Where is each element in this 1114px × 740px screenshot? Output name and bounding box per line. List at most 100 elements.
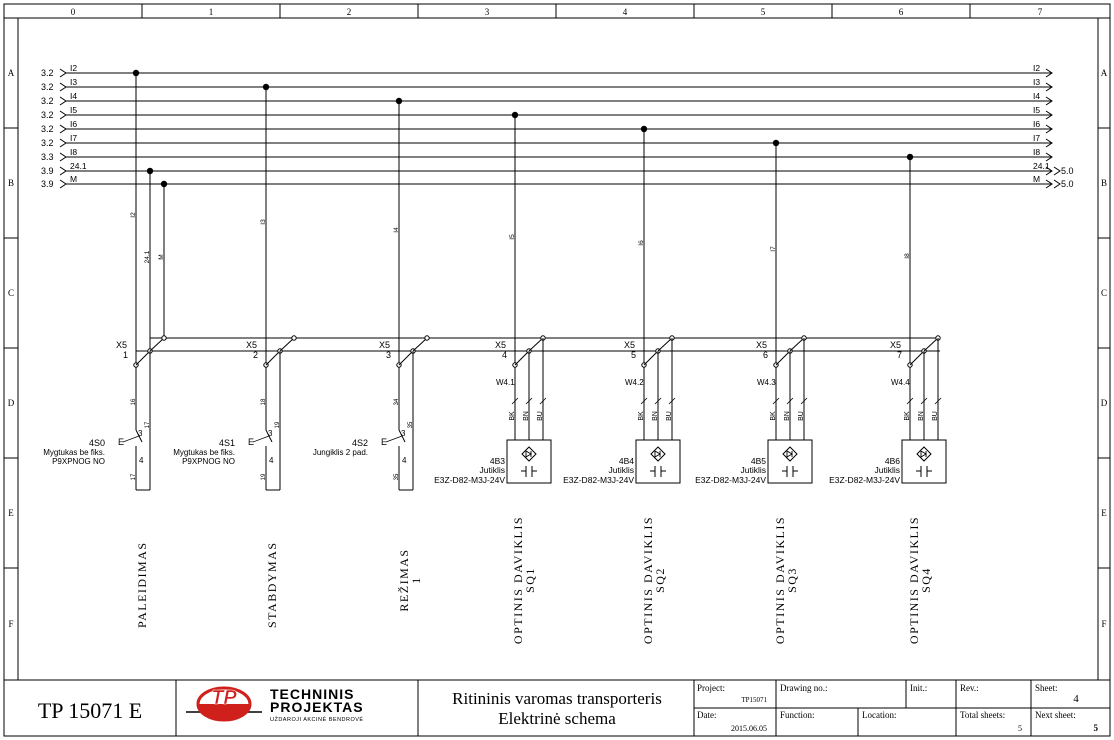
sensor-type: Jutiklis [740,465,766,475]
bus-ref: 3.2 [41,138,54,148]
cable-tick [920,397,928,405]
inner-border [17,17,1099,681]
cable-tick [668,397,676,405]
date-value: 2015.06.05 [731,724,767,733]
function-title: OPTINIS DAVIKLIS [907,516,921,644]
terminal-circle [424,335,430,341]
function-subtitle: SQ2 [653,567,667,593]
company-name-line2: PROJEKTAS [270,699,364,715]
sheet-label: Sheet: [1035,683,1058,693]
bridge-link [398,350,414,366]
function-title: PALEIDIMAS [135,541,149,628]
function-label: Function: [780,710,815,720]
next-sheet-label: Next sheet: [1035,710,1076,720]
terminal-x5-2: X52 [246,335,297,368]
core-color: BU [537,411,544,421]
column-number: 0 [71,7,76,17]
sensor-model: E3Z-D82-M3J-24V [695,475,766,485]
contact-pin: 3 [138,429,143,438]
sensor-diode-icon [654,450,661,458]
wire-label: I6 [638,240,645,246]
bus-ref: 3.9 [41,179,54,189]
device-description: Jungiklis 2 pad. [313,448,368,457]
terminal-strip-name: X5 [116,340,127,350]
core-color: BU [932,411,939,421]
contact-pin: 3 [401,429,406,438]
project-value: TP15071 [741,696,767,704]
bus-ref: 3.2 [41,82,54,92]
drawing-title-1: Ritininis varomas transporteris [452,689,662,708]
row-letter: E [8,508,14,518]
terminal-x5-5: X55 [624,335,675,368]
total-sheets-value: 5 [1018,724,1022,733]
cable-tag: W4.3 [757,378,776,387]
function-subtitle: SQ1 [523,567,537,593]
bus-name-right: I6 [1033,119,1040,129]
drawing-title-2: Elektrinė schema [498,709,616,728]
wire-label: M [158,254,165,259]
cable-tag: W4.4 [891,378,910,387]
device-description: Mygtukas be fiks. [173,448,235,457]
wire-label: I2 [130,212,137,218]
bus-arrow-out [1045,68,1053,78]
function-subtitle: SQ3 [785,567,799,593]
row-letter: C [1101,288,1107,298]
bus-arrow-in [59,166,67,176]
device-tag: 4S1 [219,438,235,448]
terminal-strip-name: X5 [890,340,901,350]
wire-label: I3 [260,219,267,225]
sensor-model: E3Z-D82-M3J-24V [434,475,505,485]
bus-arrow-out [1045,110,1053,120]
bus-name: 24.1 [70,161,87,171]
location-label: Location: [862,710,897,720]
bridge-link [657,337,673,352]
core-color: BK [904,411,911,421]
bus-arrow-in [59,179,67,189]
wire-label: I5 [509,234,516,240]
contact-pin: 4 [139,456,144,465]
terminal-number: 6 [763,350,768,360]
project-label: Project: [697,683,725,693]
function-subtitle: 1 [409,576,423,584]
core-color: BN [523,411,530,421]
bus-arrow-out [1045,152,1053,162]
title-block-grid [175,680,1110,736]
date-label: Date: [697,710,717,720]
bridge-link [923,337,939,352]
actuator-link [252,435,270,443]
sensor-tag: 4B6 [885,456,900,466]
wire-number: 34 [394,398,400,405]
cable-tick [772,397,780,405]
sheet-value: 4 [1073,693,1079,705]
terminal-circle [161,335,167,341]
bus-ref: 3.2 [41,96,54,106]
wire-number: 18 [261,398,267,405]
terminal-x5-3: X53 [379,335,430,368]
bus-arrow-next [1053,166,1061,176]
bus-name-right: I4 [1033,91,1040,101]
wire-number: 17 [131,473,137,480]
terminal-strip-name: X5 [246,340,257,350]
sensor-diamond-icon [916,446,932,462]
bus-arrow-out [1045,179,1053,189]
sensor-diode-icon [525,450,532,458]
column-number: 1 [209,7,214,17]
row-letter: B [1101,178,1107,188]
row-letter: A [1101,68,1108,78]
terminal-x5-1: X51 [116,335,167,368]
bus-arrow-in [59,152,67,162]
bus-name: I5 [70,105,77,115]
terminal-strip-name: X5 [756,340,767,350]
core-color: BK [770,411,777,421]
wire-label: I7 [770,246,777,252]
terminal-number: 1 [123,350,128,360]
outer-border [3,3,1111,737]
